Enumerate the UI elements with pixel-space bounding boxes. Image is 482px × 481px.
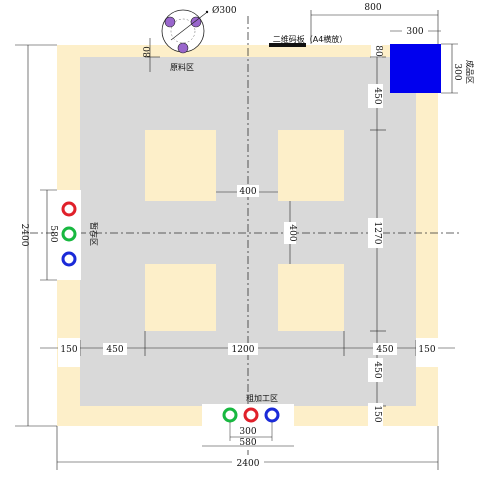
inner-span-horizontal-label-bg [228,343,258,355]
finished-width-label: 300 [406,27,423,37]
right-gap-label-bg [373,343,397,355]
block-bottom-left [145,264,216,331]
block-top-left [145,130,216,201]
right-gap-label: 450 [376,345,393,355]
right-margin-label: 150 [418,345,435,355]
rough-ring-green [222,407,238,423]
diameter-label: Ø300 [212,5,237,16]
raw-item-3 [177,42,189,54]
left-margin-label-bg [58,338,80,367]
upper-gap-label: 450 [372,87,382,104]
left-gap-label: 450 [106,345,123,355]
diameter-leader [170,12,207,41]
left-gap-label-bg [103,343,127,355]
upper-gap-label-bg [368,84,383,108]
block-gap-horizontal-label: 400 [239,187,256,197]
raw-item-2 [190,16,202,28]
block-bottom-right [278,264,344,331]
inner-span-horizontal-label: 1200 [232,345,255,355]
finished-width-label-bg [402,25,428,36]
lower-gap-label: 450 [372,361,382,378]
inner-span-vertical-label: 1270 [372,222,382,245]
block-top-right [278,130,344,201]
raw-zone-label: 原料区 [170,62,194,72]
storage-ring-blue [61,251,77,267]
rough-zone-label: 粗加工区 [246,393,278,403]
left-margin-label: 150 [60,345,77,355]
raw-offset-label: 80 [143,46,153,58]
storage-ring-red [61,201,77,217]
rough-ring-blue [264,407,280,423]
raw-inner-circle [170,18,196,44]
storage-zone-label: 暂存区 [89,222,99,246]
rough-outer-label: 580 [239,438,256,448]
block-gap-horizontal-label-bg [237,185,259,197]
right-margin-label-bg [416,338,438,367]
storage-ring-green [61,226,77,242]
raw-item-1 [164,16,176,28]
raw-material-zone [161,9,209,54]
lower-gap-label-bg [368,358,383,382]
qr-offset-label: 800 [364,3,381,13]
inner-span-vertical-label-bg [368,218,383,248]
qr-board-label: 二维码板（A4横放） [273,34,348,44]
overall-width-label-bg [232,456,264,468]
finished-zone [390,44,441,93]
bottom-margin-label: 150 [372,405,382,422]
qr-board-bar [269,43,306,47]
rough-ring-red [243,407,259,423]
bottom-margin-label-bg [368,403,383,426]
storage-span-label: 580 [48,225,58,242]
block-gap-vertical-label-bg [284,222,296,244]
diameter-leader-dot [205,10,209,14]
finished-height-label: 300 [452,63,462,80]
finished-zone-label: 成品区 [465,60,475,84]
rough-inner-label: 300 [239,427,256,437]
block-gap-vertical-label: 400 [287,224,297,241]
top-margin-label: 80 [373,45,383,57]
overall-height-label: 2400 [19,224,29,247]
overall-width-label: 2400 [237,459,260,469]
top-margin-label-bg [371,44,382,58]
